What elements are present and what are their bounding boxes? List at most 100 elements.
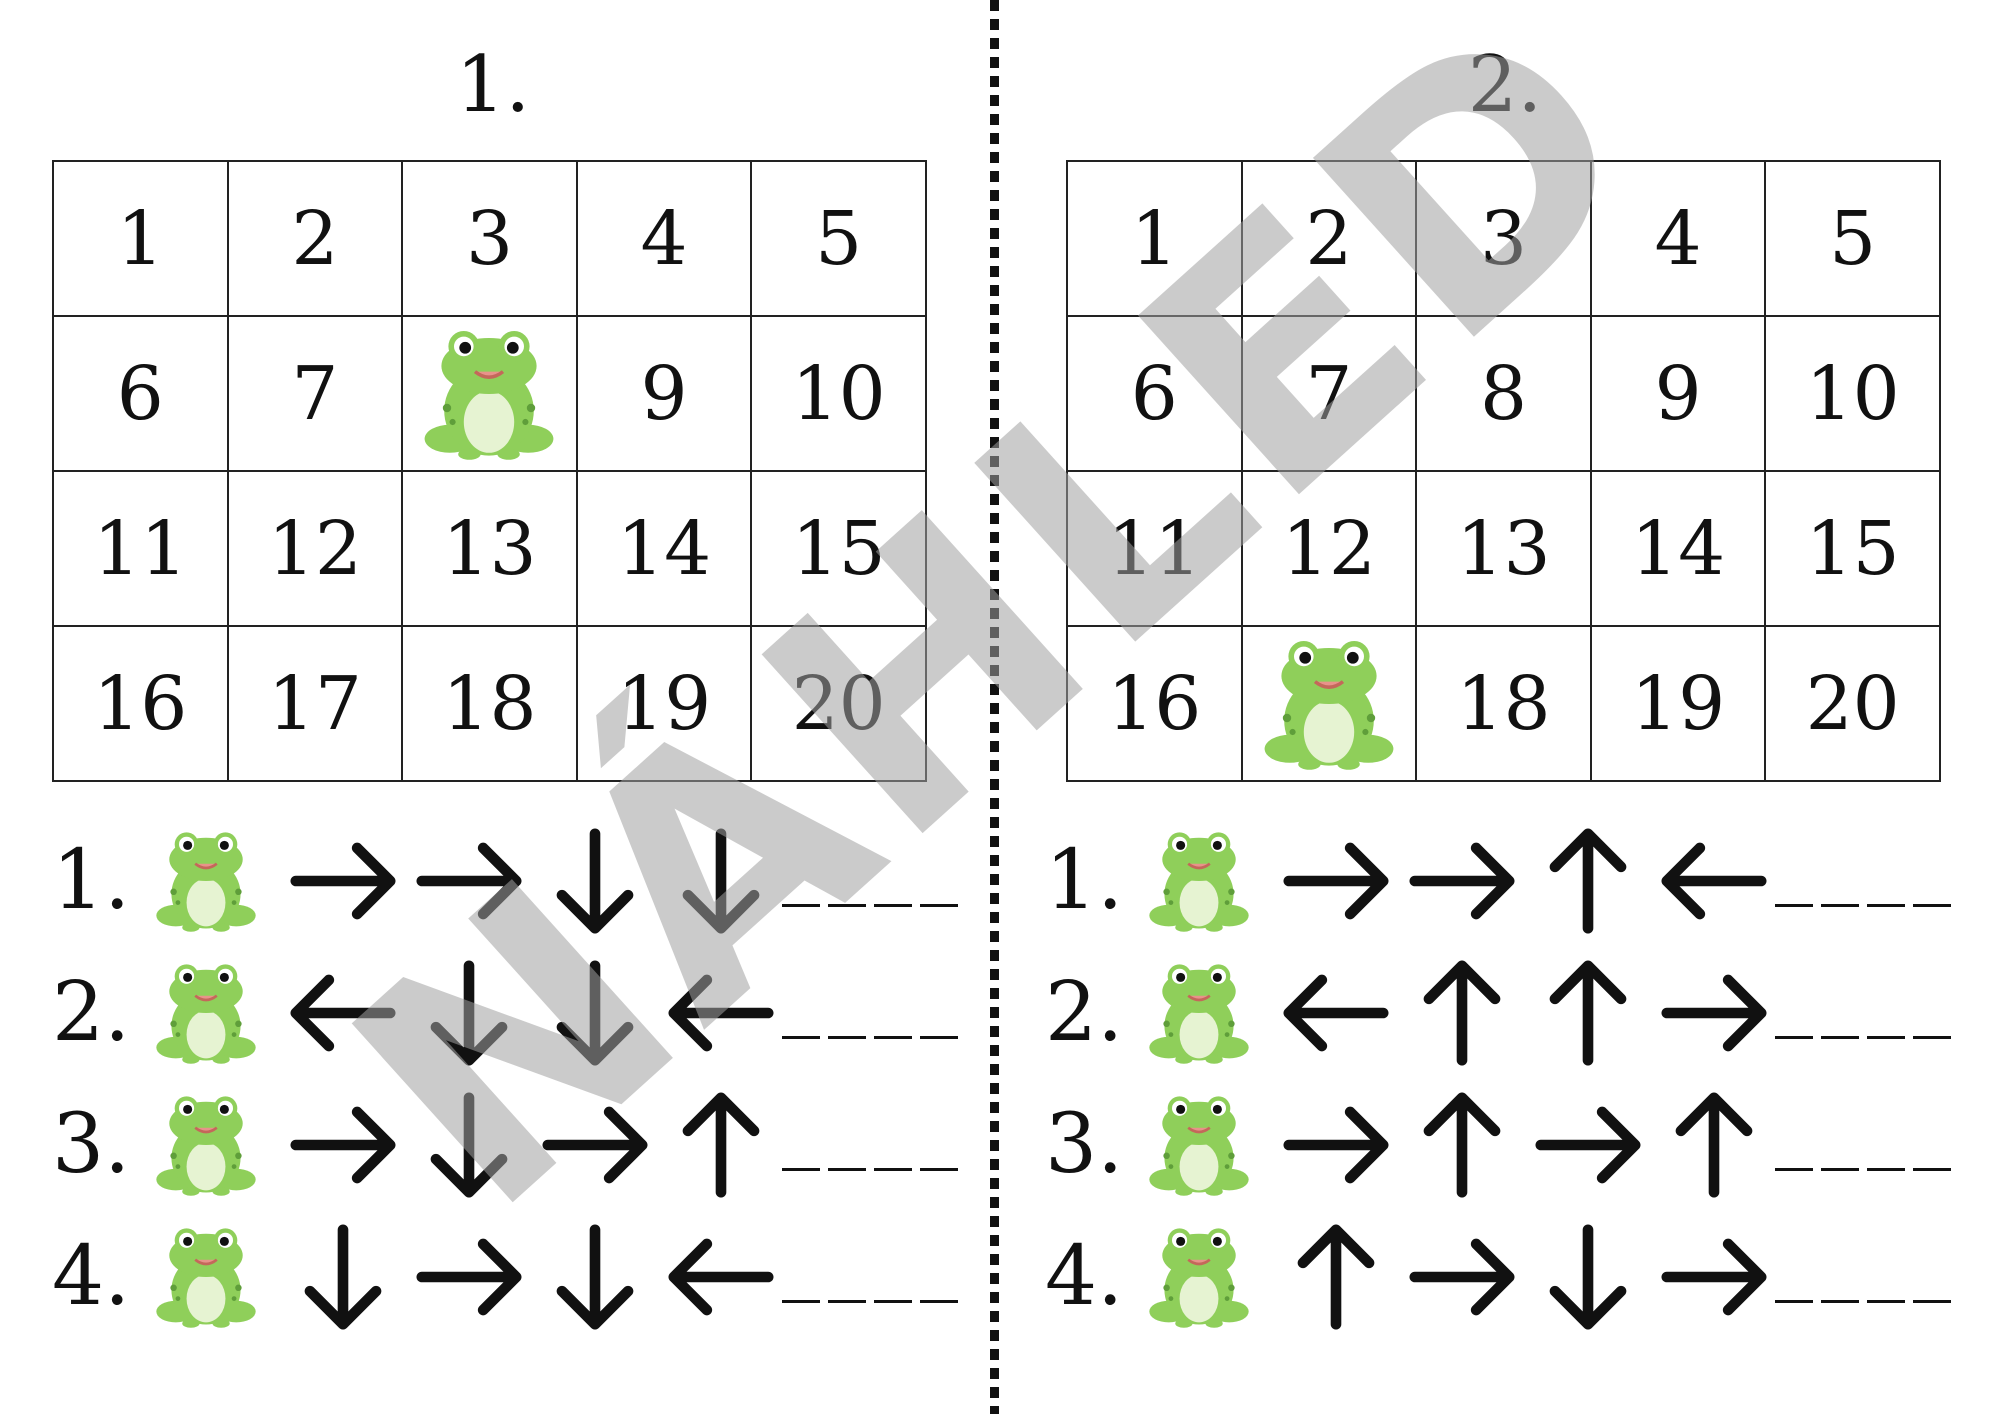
- grid-cell: 7: [226, 315, 404, 472]
- panel-title: 1.: [455, 40, 531, 130]
- arrow-sequence: [284, 1086, 780, 1204]
- task-row: 1.: [52, 815, 992, 947]
- task-row: 3.: [52, 1079, 992, 1211]
- arrow-left-icon: [1277, 954, 1395, 1072]
- grid-cell: 5: [1764, 160, 1941, 317]
- grid-cell: 6: [52, 315, 229, 472]
- grid-cell: 4: [1589, 160, 1767, 317]
- arrow-up-icon: [1529, 822, 1647, 940]
- arrow-right-icon: [410, 1218, 528, 1336]
- grid-cell: 10: [1764, 315, 1941, 472]
- frog-icon: [152, 827, 260, 935]
- arrow-down-icon: [536, 1218, 654, 1336]
- arrow-right-icon: [284, 1086, 402, 1204]
- arrow-sequence: [284, 1218, 780, 1336]
- arrow-left-icon: [284, 954, 402, 1072]
- arrow-down-icon: [536, 822, 654, 940]
- grid-cell: 18: [1415, 625, 1592, 782]
- frog-icon: [152, 1223, 260, 1331]
- grid-cell: 8: [1415, 315, 1592, 472]
- frog-icon: [1145, 827, 1253, 935]
- frog-icon: [152, 1091, 260, 1199]
- arrow-up-icon: [662, 1086, 780, 1204]
- arrow-left-icon: [662, 1218, 780, 1336]
- grid-cell: 11: [1066, 470, 1243, 627]
- grid-cell: 11: [52, 470, 229, 627]
- frog-icon: [1145, 1091, 1253, 1199]
- grid-cell: 13: [401, 470, 578, 627]
- grid-cell: 16: [52, 625, 229, 782]
- grid-cell: 13: [1415, 470, 1592, 627]
- arrow-left-icon: [1655, 822, 1773, 940]
- arrow-sequence: [1277, 1086, 1773, 1204]
- grid-cell: 12: [226, 470, 404, 627]
- arrow-right-icon: [410, 822, 528, 940]
- arrow-sequence: [1277, 822, 1773, 940]
- arrow-up-icon: [1403, 1086, 1521, 1204]
- task-row: 2.: [52, 947, 992, 1079]
- grid-cell: 15: [1764, 470, 1941, 627]
- frog-icon: [1145, 1223, 1253, 1331]
- grid-cell: 2: [1240, 160, 1418, 317]
- arrow-right-icon: [1403, 822, 1521, 940]
- task-number: 2.: [52, 965, 131, 1060]
- arrow-up-icon: [1529, 954, 1647, 1072]
- arrow-right-icon: [1403, 1218, 1521, 1336]
- grid-cell: 12: [1240, 470, 1418, 627]
- arrow-right-icon: [1277, 1086, 1395, 1204]
- arrow-right-icon: [536, 1086, 654, 1204]
- grid-cell: 14: [1589, 470, 1767, 627]
- task-number: 1.: [52, 833, 131, 928]
- grid-cell: 17: [226, 625, 404, 782]
- task-row: 3.: [1045, 1079, 1985, 1211]
- panel-title: 2.: [1467, 40, 1543, 130]
- task-number: 3.: [52, 1097, 131, 1192]
- grid-cell: 2: [226, 160, 404, 317]
- arrow-down-icon: [536, 954, 654, 1072]
- cut-line-divider: [990, 0, 999, 1414]
- arrow-down-icon: [1529, 1218, 1647, 1336]
- grid-cell: 16: [1066, 625, 1243, 782]
- grid-cell: 19: [575, 625, 753, 782]
- arrow-right-icon: [1277, 822, 1395, 940]
- task-list: 1. 2.3. 4.: [1045, 815, 1985, 1343]
- grid-cell: 15: [750, 470, 927, 627]
- grid-cell: 1: [1066, 160, 1243, 317]
- grid-cell: 4: [575, 160, 753, 317]
- grid-cell: 5: [750, 160, 927, 317]
- arrow-down-icon: [410, 954, 528, 1072]
- arrow-right-icon: [284, 822, 402, 940]
- arrow-sequence: [284, 822, 780, 940]
- arrow-up-icon: [1277, 1218, 1395, 1336]
- frog-icon: [152, 959, 260, 1067]
- grid-cell: 9: [575, 315, 753, 472]
- arrow-right-icon: [1655, 1218, 1773, 1336]
- arrow-up-icon: [1655, 1086, 1773, 1204]
- arrow-down-icon: [662, 822, 780, 940]
- arrow-sequence: [1277, 954, 1773, 1072]
- arrow-sequence: [1277, 1218, 1773, 1336]
- task-row: 4.: [52, 1211, 992, 1343]
- task-number: 4.: [1045, 1229, 1124, 1324]
- arrow-down-icon: [410, 1086, 528, 1204]
- grid-cell: 20: [750, 625, 927, 782]
- task-number: 1.: [1045, 833, 1124, 928]
- grid-cell: 6: [1066, 315, 1243, 472]
- arrow-right-icon: [1529, 1086, 1647, 1204]
- arrow-up-icon: [1403, 954, 1521, 1072]
- grid-cell-frog: [1240, 625, 1418, 782]
- grid-cell: 1: [52, 160, 229, 317]
- task-row: 2.: [1045, 947, 1985, 1079]
- frog-icon: [419, 324, 559, 464]
- grid-cell: 14: [575, 470, 753, 627]
